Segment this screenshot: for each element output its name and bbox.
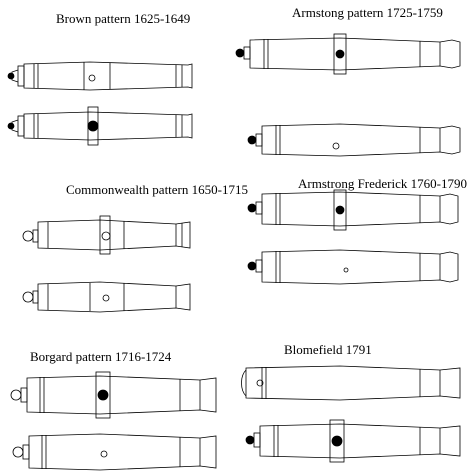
armstong-cannon-side-view — [247, 123, 461, 157]
brown-cannon-top-view — [7, 106, 193, 146]
panel-title-blomefield: Blomefield 1791 — [284, 342, 372, 357]
armstrong-frederick-cannon-top-view — [247, 189, 459, 231]
blomefield-cannon-side-view — [241, 365, 461, 401]
armstong-cannon-top-view — [235, 33, 461, 75]
commonwealth-cannon-side-view — [22, 281, 191, 313]
panel-title-commonwealth: Commonwealth pattern 1650-1715 — [66, 182, 248, 197]
panel-title-borgard: Borgard pattern 1716-1724 — [30, 349, 172, 364]
borgard-cannon-top-view — [10, 371, 217, 419]
panel-title-brown: Brown pattern 1625-1649 — [56, 11, 190, 26]
panel-title-armstrong-frederick: Armstrong Frederick 1760-1790 — [298, 176, 467, 191]
commonwealth-cannon-top-view — [22, 215, 191, 255]
brown-cannon-side-view — [7, 61, 193, 91]
armstrong-frederick-cannon-side-view — [247, 249, 459, 285]
blomefield-cannon-top-view — [245, 419, 461, 463]
panel-title-armstong: Armstong pattern 1725-1759 — [292, 5, 443, 20]
borgard-cannon-side-view — [12, 433, 217, 471]
